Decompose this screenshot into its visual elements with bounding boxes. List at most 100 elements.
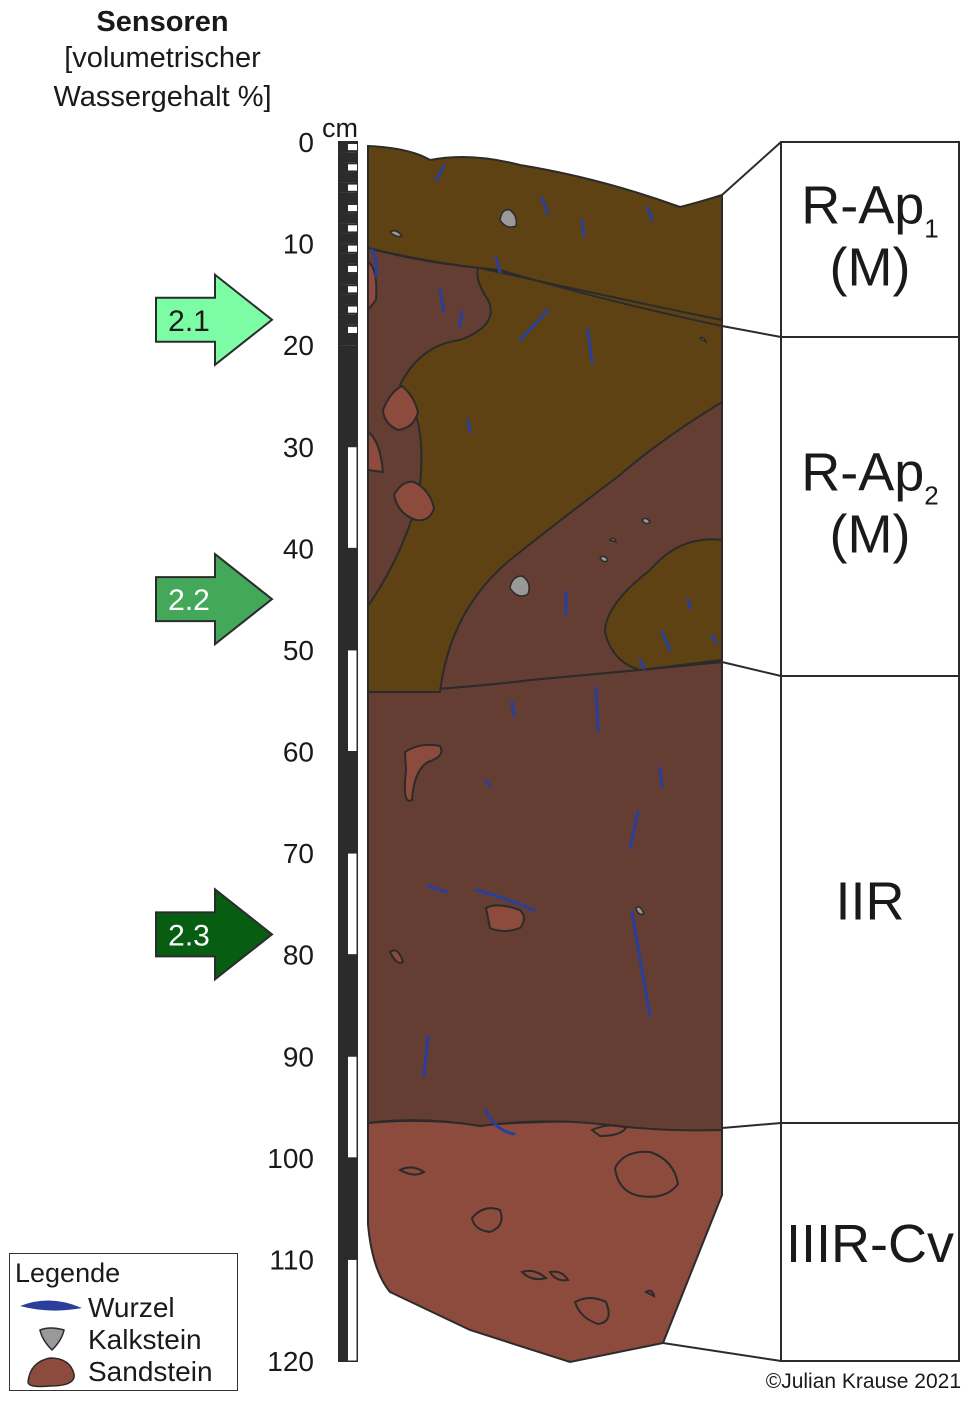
roots [370,164,718,1136]
sandstone-clast [397,1166,426,1176]
root [586,328,594,364]
legend-icons [20,1300,82,1388]
root [660,630,672,652]
depth-tick-label: 110 [269,1244,314,1275]
sandstone-clast [573,1297,610,1326]
ruler-segment [339,1157,357,1260]
ruler-segment [348,204,357,212]
legend-item-limestone: Kalkstein [88,1324,202,1355]
root [540,196,550,216]
ruler-segment [348,265,357,273]
root [510,700,516,718]
header-subtitle-line2: Wassergehalt %] [53,81,272,113]
sandstone-clast [367,430,385,474]
connector-line [721,661,782,677]
limestone-pebble [635,906,645,916]
sensor-markers: 2.1 2.2 2.3 [155,272,274,982]
ruler-segment [339,172,348,183]
depth-tick-label: 40 [283,533,314,564]
ruler-segment [348,184,357,191]
root [434,164,446,182]
root [686,598,692,610]
limestone-pebble [608,537,618,544]
depth-tick-label: 30 [283,432,314,463]
root [630,910,652,1018]
connector-line [721,325,782,338]
ruler-segment [348,225,357,232]
horizon-box [780,141,960,338]
sandstone-clast [644,1289,656,1298]
horizon-name: R-Ap2 [801,443,939,511]
ruler-segment [339,192,348,203]
sandstone-icon [27,1357,75,1388]
depth-tick-label: 50 [283,635,314,666]
ruler-segment [339,853,348,955]
sandstone-clast [613,1150,680,1198]
limestone-pebble [641,517,651,525]
ruler-segment [348,286,357,293]
sensor-arrow: 2.3 [155,887,274,982]
horizon-name-line2: (M) [830,238,911,298]
ruler-segment [339,1056,348,1158]
depth-tick-label: 20 [283,330,314,361]
root [518,308,550,342]
root [370,248,378,278]
sensor-arrow-shape [155,552,274,647]
limestone-pebble [698,336,708,344]
depth-tick-label: 70 [283,838,314,869]
ruler-segment [339,314,348,325]
depth-tick-label: 80 [283,940,314,971]
root-icon [20,1300,82,1311]
limestone-pebble [499,208,518,228]
ruler-segment [348,326,357,334]
sensor-label: 2.3 [168,919,210,952]
ruler-segment [339,213,348,224]
ruler-segment [339,446,348,549]
ruler-segment [339,751,357,854]
sensor-label: 2.1 [168,305,210,338]
horizon-iir-fill [367,660,723,1132]
header-title: Sensoren [96,6,229,38]
depth-tick-label: 90 [283,1041,314,1072]
horizon-iiir-cv-fill [367,1119,723,1364]
ruler-segment [339,294,348,305]
root [484,778,492,788]
sandstone-clast [470,1207,503,1234]
connector-line [721,141,782,196]
limestone-pebble [388,229,404,238]
ruler-segment [339,335,348,346]
legend-title: Legende [15,1258,121,1288]
sandstone-clast [548,1270,570,1282]
sensor-arrow-shape [155,887,274,982]
sandstone-clast [484,904,525,932]
copyright-text: ©Julian Krause 2021 [765,1370,961,1393]
root [628,810,640,850]
root [484,1108,516,1136]
ruler-segment [339,274,348,285]
ruler-segment [348,164,357,171]
limestone-pebble [509,575,530,597]
depth-tick-label: 0 [298,127,314,158]
ap1-boundary-line [367,247,723,327]
horizon-name-line2: (M) [830,505,911,565]
sandstone-clast [392,480,436,522]
root [438,288,446,314]
horizon-box [780,336,960,677]
connector-line [662,1342,782,1362]
sandstone-clast [388,949,405,964]
root [594,686,600,732]
depth-tick-label: 100 [267,1143,314,1174]
ruler-segment [339,233,348,244]
ruler-segment [339,1259,348,1361]
sensor-label: 2.2 [168,584,210,617]
horizon-name: IIIR-Cv [786,1214,954,1274]
limestone-pebble [599,555,609,563]
root [422,1034,430,1078]
horizon-box [780,675,960,1124]
depth-unit-label: cm [322,113,358,143]
legend: Legende Wurzel Kalkstein Sandstein [9,1253,238,1391]
sandstone-clast [403,743,443,802]
